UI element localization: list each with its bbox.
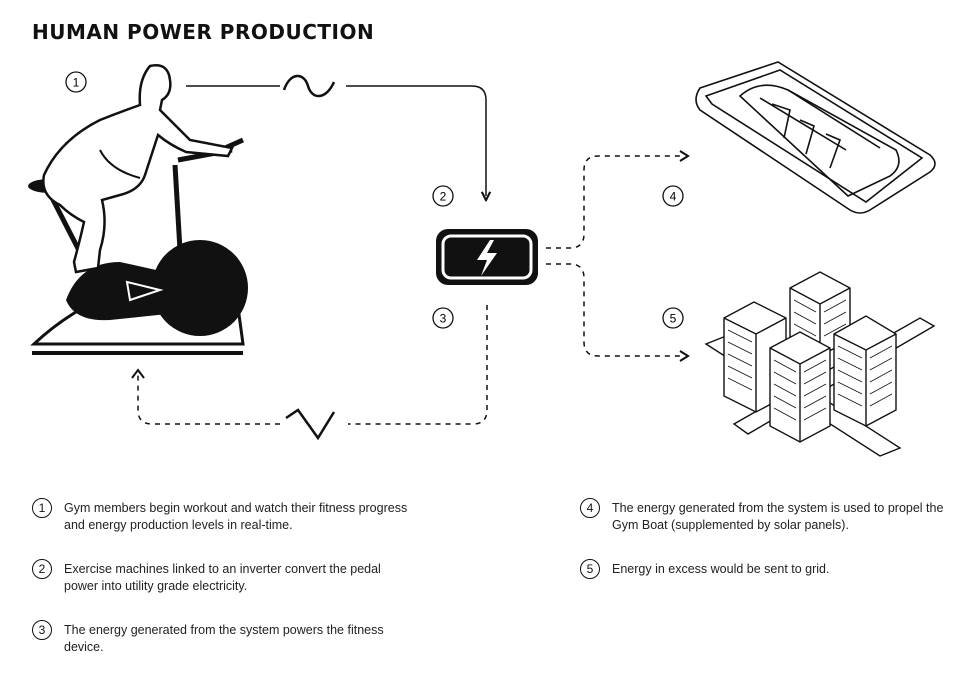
exercise-bike-with-rider-icon xyxy=(28,64,248,355)
marker-2: 2 xyxy=(432,185,454,207)
svg-text:3: 3 xyxy=(440,312,447,326)
legend-badge-4: 4 xyxy=(580,498,600,518)
zigzag-wave-icon xyxy=(285,408,336,441)
legend-text-2: Exercise machines linked to an inverter … xyxy=(64,562,381,593)
ac-connector xyxy=(186,74,486,196)
legend-item-1: 1 Gym members begin workout and watch th… xyxy=(32,498,412,534)
marker-3: 3 xyxy=(432,307,454,329)
gym-boat-icon xyxy=(695,61,936,214)
legend-badge-3: 3 xyxy=(32,620,52,640)
page-title: HUMAN POWER PRODUCTION xyxy=(32,20,375,44)
svg-text:1: 1 xyxy=(73,76,80,90)
legend-badge-5: 5 xyxy=(580,559,600,579)
marker-1: 1 xyxy=(65,71,87,93)
svg-text:4: 4 xyxy=(670,190,677,204)
legend-badge-2: 2 xyxy=(32,559,52,579)
svg-text:5: 5 xyxy=(670,312,677,326)
legend-item-4: 4 The energy generated from the system i… xyxy=(580,498,945,534)
legend-item-5: 5 Energy in excess would be sent to grid… xyxy=(580,559,945,579)
legend-text-3: The energy generated from the system pow… xyxy=(64,623,384,654)
legend-item-3: 3 The energy generated from the system p… xyxy=(32,620,412,656)
legend-badge-1: 1 xyxy=(32,498,52,518)
city-buildings-icon xyxy=(704,271,936,457)
legend-text-4: The energy generated from the system is … xyxy=(612,501,944,532)
output-connectors xyxy=(546,150,690,362)
marker-5: 5 xyxy=(662,307,684,329)
sine-wave-icon xyxy=(282,74,336,98)
legend-text-1: Gym members begin workout and watch thei… xyxy=(64,501,408,532)
marker-4: 4 xyxy=(662,185,684,207)
legend-text-5: Energy in excess would be sent to grid. xyxy=(612,562,830,576)
svg-text:2: 2 xyxy=(440,190,447,204)
lightning-bolt-inverter-icon xyxy=(436,229,538,285)
dc-return-connector xyxy=(131,305,488,441)
legend-item-2: 2 Exercise machines linked to an inverte… xyxy=(32,559,412,595)
